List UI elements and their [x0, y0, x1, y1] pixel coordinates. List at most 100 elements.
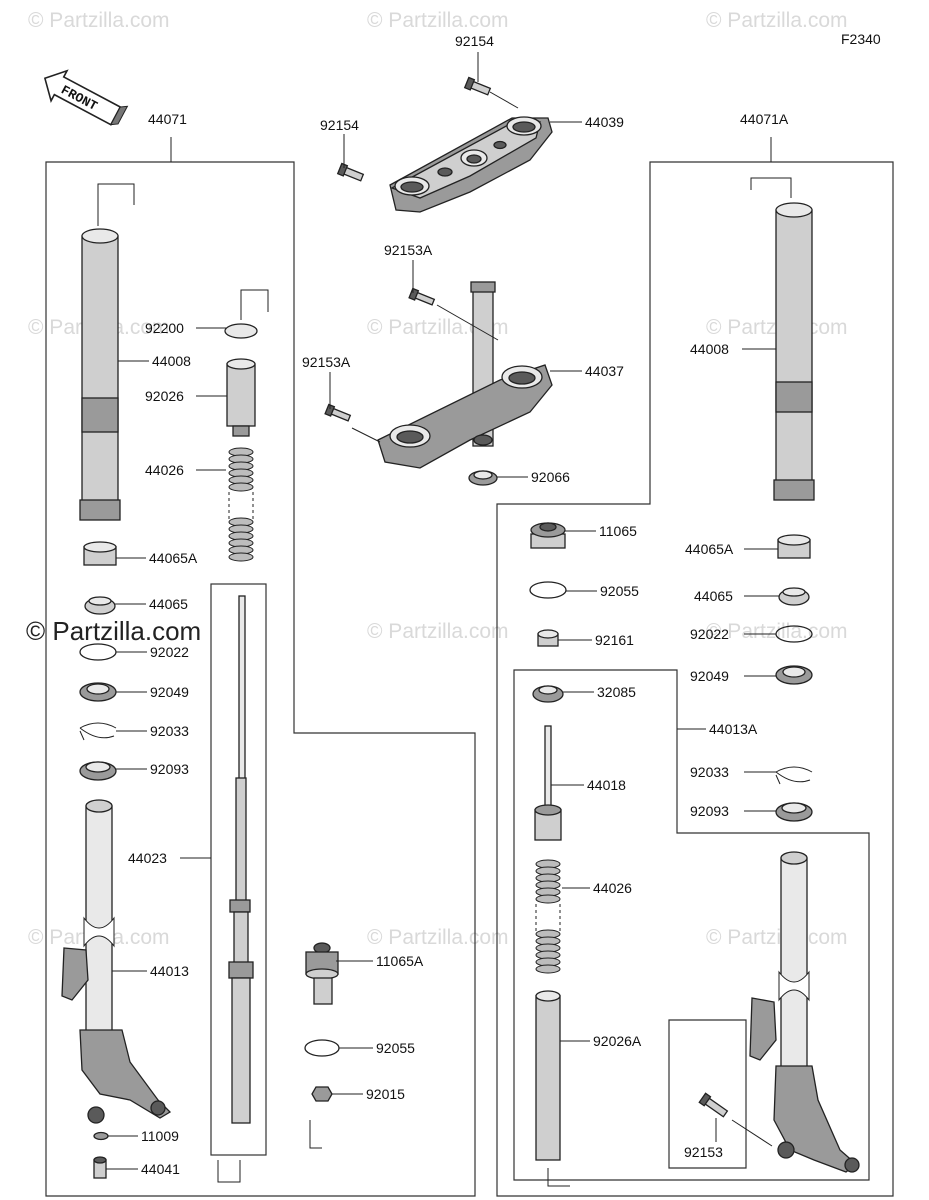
damper-rod-44018 — [534, 725, 562, 841]
callout-44065: 44065 — [149, 596, 188, 612]
right-inner-frame — [513, 669, 870, 1181]
watermark-brand: © Partzilla.com — [26, 616, 201, 646]
callout-44008: 44008 — [152, 353, 191, 369]
piston-32085 — [532, 685, 564, 703]
callout-11065A: 11065A — [376, 953, 424, 969]
callout-44023: 44023 — [128, 850, 167, 866]
bolt-44041 — [93, 1156, 107, 1179]
spring-44026-right — [535, 859, 561, 974]
bolt-92154-top — [463, 76, 492, 96]
callout-11065: 11065 — [599, 523, 637, 539]
washer-11009 — [93, 1131, 109, 1141]
watermark: © Partzilla.com — [706, 9, 848, 32]
bolt-92153 — [698, 1092, 729, 1118]
callout-92093: 92093 — [150, 761, 189, 777]
right-fork-frame — [496, 161, 894, 1197]
left-fork-frame — [45, 161, 476, 1197]
callout-44065A: 44065A — [149, 550, 198, 566]
callout-44008: 44008 — [690, 341, 729, 357]
right-lower-frame — [668, 1019, 747, 1169]
spacer-92026 — [226, 358, 256, 437]
dust-seal-92093-left — [79, 761, 117, 781]
left-inner-tube — [61, 799, 172, 1124]
bolt-92154-left — [336, 162, 365, 182]
callout-92022: 92022 — [150, 644, 189, 660]
callout-92015: 92015 — [366, 1086, 405, 1102]
callout-92033: 92033 — [150, 723, 189, 739]
oil-seal-92049-left — [79, 682, 117, 702]
watermark: © Partzilla.com — [367, 926, 509, 949]
watermark: © Partzilla.com — [367, 620, 509, 643]
cap-bolt-11065A — [305, 942, 339, 1005]
diagram-code: F2340 — [841, 31, 881, 47]
nut-92015 — [311, 1086, 333, 1102]
callout-92055: 92055 — [376, 1040, 415, 1056]
spring-coil — [228, 552, 254, 562]
callout-92153A: 92153A — [384, 242, 433, 258]
spring-coil — [535, 964, 561, 974]
callout-92022: 92022 — [690, 626, 729, 642]
callout-44013: 44013 — [150, 963, 189, 979]
watermark: © Partzilla.com — [28, 9, 170, 32]
spring-44026-left — [228, 447, 254, 562]
o-ring-92055-right — [529, 581, 567, 599]
washer-92200 — [224, 323, 258, 339]
front-arrow-icon: FRONT — [43, 69, 129, 126]
bushing-44065A-left — [83, 541, 117, 566]
bushing-44065-right — [778, 587, 810, 606]
watermark: © Partzilla.com — [367, 9, 509, 32]
o-ring-92055-lower — [304, 1039, 340, 1057]
right-inner-tube — [749, 851, 860, 1173]
bushing-44065A-right — [777, 534, 811, 559]
callout-92161: 92161 — [595, 632, 634, 648]
dust-seal-92093-right — [775, 802, 813, 822]
callout-92200: 92200 — [145, 320, 184, 336]
callout-32085: 32085 — [597, 684, 636, 700]
callout-44071: 44071 — [148, 111, 187, 127]
clip-92033-right — [775, 766, 813, 785]
callout-44026: 44026 — [145, 462, 184, 478]
seal-92066 — [468, 470, 498, 486]
leader-lines — [106, 52, 779, 1170]
callout-44018: 44018 — [587, 777, 626, 793]
callout-labels: 92154 92154 44039 44071 44071A 92153A 92… — [128, 33, 789, 1177]
cap-11065 — [530, 522, 566, 549]
nut-92161 — [537, 629, 559, 647]
callout-44065: 44065 — [694, 588, 733, 604]
callout-44037: 44037 — [585, 363, 624, 379]
callout-44013A: 44013A — [709, 721, 758, 737]
callout-92153A: 92153A — [302, 354, 351, 370]
callout-92049: 92049 — [150, 684, 189, 700]
left-outer-tube — [79, 228, 121, 521]
right-outer-tube — [773, 202, 815, 501]
spring-coil — [228, 482, 254, 492]
callout-44041: 44041 — [141, 1161, 180, 1177]
spacer-92026A — [535, 990, 561, 1161]
callout-44065A: 44065A — [685, 541, 734, 557]
callout-92066: 92066 — [531, 469, 570, 485]
cartridge-44023 — [228, 595, 254, 1124]
callout-92055: 92055 — [600, 583, 639, 599]
callout-44026: 44026 — [593, 880, 632, 896]
washer-92022-left — [79, 643, 117, 661]
callout-92026: 92026 — [145, 388, 184, 404]
callout-92049: 92049 — [690, 668, 729, 684]
spring-coil — [535, 894, 561, 904]
oil-seal-92049-right — [775, 665, 813, 685]
lower-bracket — [377, 281, 553, 469]
watermark: © Partzilla.com — [706, 926, 848, 949]
callout-92033: 92033 — [690, 764, 729, 780]
callout-92093: 92093 — [690, 803, 729, 819]
callout-92154: 92154 — [455, 33, 494, 49]
clip-92033-left — [79, 722, 117, 741]
bolt-92153A-top — [408, 287, 436, 306]
callout-44071A: 44071A — [740, 111, 789, 127]
callout-11009: 11009 — [141, 1128, 179, 1144]
bushing-44065-left — [84, 596, 116, 615]
callout-92026A: 92026A — [593, 1033, 642, 1049]
callout-44039: 44039 — [585, 114, 624, 130]
callout-92154: 92154 — [320, 117, 359, 133]
bolt-92153A-left — [324, 403, 352, 422]
